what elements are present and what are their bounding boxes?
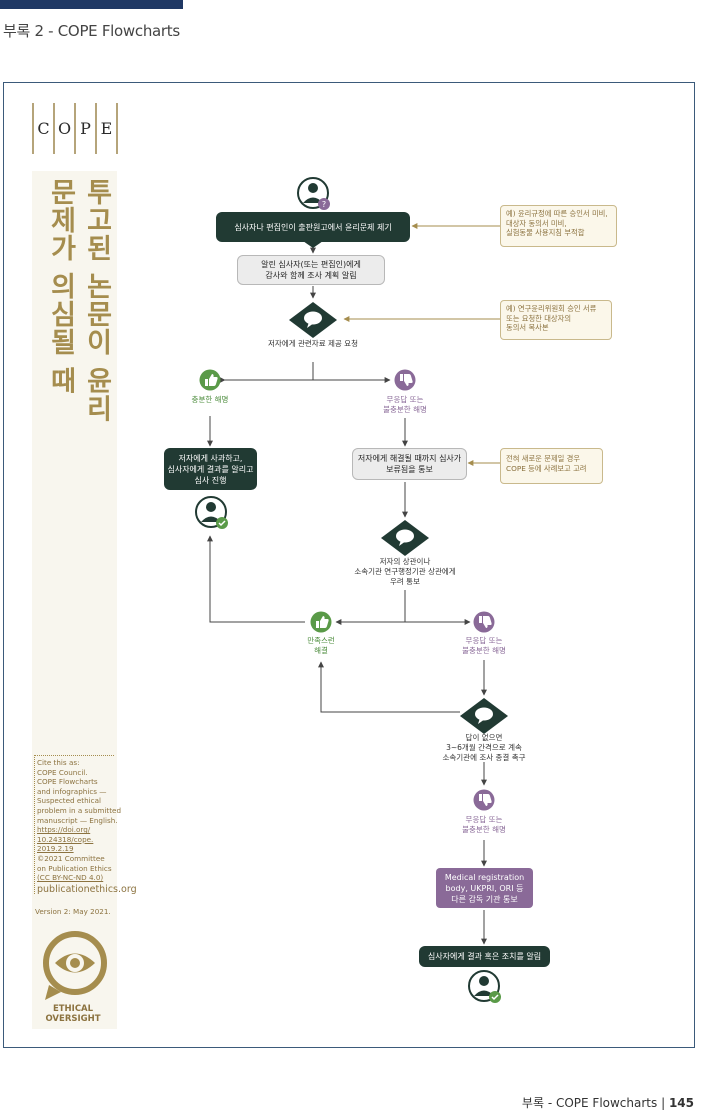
vertical-title: 투고된 논문이 윤리 문제가 의심될 때 [45, 178, 112, 423]
badge-line: ETHICAL [52, 1004, 94, 1014]
cite-line: problem in a submitted [37, 805, 122, 815]
followup-label: 답이 없으면 3~6개월 간격으로 계속 소속기관에 조사 종결 촉구 [424, 733, 544, 763]
cite-line: manuscript — English. [37, 815, 118, 825]
license-link[interactable]: (CC BY-NC-ND 4.0) [37, 873, 104, 883]
hold-review-box: 저자에게 해결될 때까지 심사가 보류됨을 통보 [352, 448, 467, 480]
page-number: 145 [668, 1096, 694, 1110]
doi-link[interactable]: https://doi.org/ [37, 825, 91, 835]
sidebar-panel [32, 171, 117, 1029]
note-line: 실험동물 사용지침 부적합 [506, 228, 585, 237]
box-line: 보류됨을 통보 [386, 465, 433, 474]
page-header: 부록 2 - COPE Flowcharts [3, 22, 180, 40]
eye-icon [43, 931, 107, 1000]
person-check-icon [195, 496, 228, 529]
box-line: 저자에게 해결될 때까지 심사가 [357, 454, 462, 463]
version-label: Version 2: May 2021. [35, 907, 111, 916]
insufficient-label: 무응답 또는 불충분한 해명 [444, 815, 524, 835]
cite-line: on Publication Ethics [37, 863, 112, 873]
insufficient-label: 무응답 또는 불충분한 해명 [444, 636, 524, 656]
sufficient-label: 충분한 해명 [191, 395, 229, 404]
note-line: 전혀 새로운 문제일 경우 [506, 454, 581, 463]
box-line: body, UKPRI, ORI 등 [445, 883, 524, 893]
cite-line: Cite this as: [37, 758, 80, 767]
page-footer: 부록 - COPE Flowcharts | 145 [522, 1094, 694, 1111]
box-line: 저자에게 사과하고, [178, 453, 243, 463]
box-line: 심사 진행 [194, 475, 227, 485]
person-question-icon: ? [297, 177, 330, 210]
note-line: 예) 윤리규정에 따른 승인서 미비, [506, 209, 608, 218]
speech-diamond-icon [289, 302, 337, 338]
label-line: 불충분한 해명 [462, 646, 506, 655]
logo-letter: P [74, 103, 95, 154]
box-line: 다른 감독 기관 통보 [451, 894, 518, 904]
logo-letter: E [95, 103, 116, 154]
label-line: 답이 없으면 [465, 733, 503, 742]
label-line: 불충분한 해명 [462, 825, 506, 834]
note-line: 동의서 복사본 [506, 323, 549, 332]
note-box: 예) 윤리규정에 따른 승인서 미비, 대상자 동의서 미비, 실험동물 사용지… [500, 205, 617, 247]
start-box-pointer [303, 241, 323, 248]
badge-line: OVERSIGHT [45, 1014, 101, 1024]
final-notify-box: 심사자에게 결과 혹은 조치를 알림 [419, 946, 550, 967]
cite-line: Suspected ethical [37, 796, 102, 806]
speech-diamond-icon [460, 698, 508, 734]
website-link[interactable]: publicationethics.org [37, 883, 137, 895]
person-check-icon [468, 970, 501, 1003]
cope-logo: C O P E [32, 103, 118, 154]
note-box: 전혀 새로운 문제일 경우 COPE 등에 사례보고 고려 [500, 448, 603, 484]
label-line: 만족스런 [307, 636, 335, 645]
thumbs-down-icon [473, 789, 495, 811]
flowchart-frame [3, 82, 695, 1048]
speech-diamond-icon [381, 520, 429, 556]
regulator-box: Medical registration body, UKPRI, ORI 등 … [436, 868, 533, 908]
thumbs-down-icon [394, 369, 416, 391]
cite-line: COPE Flowcharts [37, 777, 98, 787]
box-line: 알린 심사자(또는 편집인)에게 [261, 260, 361, 269]
doi-link[interactable]: 10.24318/cope. [37, 834, 94, 844]
label-line: 소속기관 연구행정기관 상관에게 [354, 567, 456, 576]
cite-line: ©2021 Committee [37, 853, 105, 863]
label-line: 우려 통보 [390, 577, 420, 586]
inform-reviewer-box: 알린 심사자(또는 편집인)에게 감사와 함께 조사 계획 알림 [237, 255, 385, 285]
cite-line: COPE Council. [37, 767, 88, 777]
start-box: 심사자나 편집인이 출판원고에서 윤리문제 제기 [216, 212, 410, 242]
note-line: 또는 요청한 대상자의 [506, 313, 572, 323]
logo-letter: O [53, 103, 74, 154]
label-line: 무응답 또는 [386, 395, 424, 404]
note-box: 예) 연구윤리위원회 승인 서류 또는 요청한 대상자의 동의서 복사본 [500, 300, 612, 340]
label-line: 무응답 또는 [465, 815, 503, 824]
insufficient-label: 무응답 또는 불충분한 해명 [365, 395, 445, 415]
thumbs-up-icon [310, 611, 332, 633]
doi-link[interactable]: 2019.2.19 [37, 844, 74, 854]
box-line: 심사자에게 결과를 알리고 [167, 464, 254, 474]
note-line: COPE 등에 사례보고 고려 [506, 463, 587, 473]
thumbs-up-icon [199, 369, 221, 391]
request-label: 저자에게 관련자료 제공 요청 [268, 339, 358, 348]
label-line: 저자의 상관이나 [379, 557, 431, 566]
note-line: 예) 연구윤리위원회 승인 서류 [506, 304, 597, 313]
satisfied-label: 만족스런 해결 [296, 636, 346, 656]
label-line: 해결 [314, 646, 328, 655]
header-accent-bar [0, 0, 183, 9]
label-line: 불충분한 해명 [383, 405, 427, 414]
notify-institution-label: 저자의 상관이나 소속기관 연구행정기관 상관에게 우려 통보 [335, 557, 475, 587]
note-line: 대상자 동의서 미비, [506, 218, 567, 228]
citation-block: Cite this as: COPE Council. COPE Flowcha… [34, 755, 137, 895]
box-line: Medical registration [444, 872, 525, 882]
label-line: 소속기관에 조사 종결 촉구 [442, 753, 526, 762]
cite-line: and infographics — [37, 786, 107, 796]
box-line: 감사와 함께 조사 계획 알림 [265, 271, 357, 280]
svg-text:?: ? [322, 200, 326, 209]
thumbs-down-icon [473, 611, 495, 633]
badge-label: ETHICAL OVERSIGHT [35, 1004, 111, 1024]
label-line: 3~6개월 간격으로 계속 [446, 743, 522, 752]
apology-box: 저자에게 사과하고, 심사자에게 결과를 알리고 심사 진행 [164, 448, 257, 490]
label-line: 무응답 또는 [465, 636, 503, 645]
footer-text: 부록 - COPE Flowcharts | [521, 1096, 669, 1110]
logo-letter: C [37, 119, 50, 138]
